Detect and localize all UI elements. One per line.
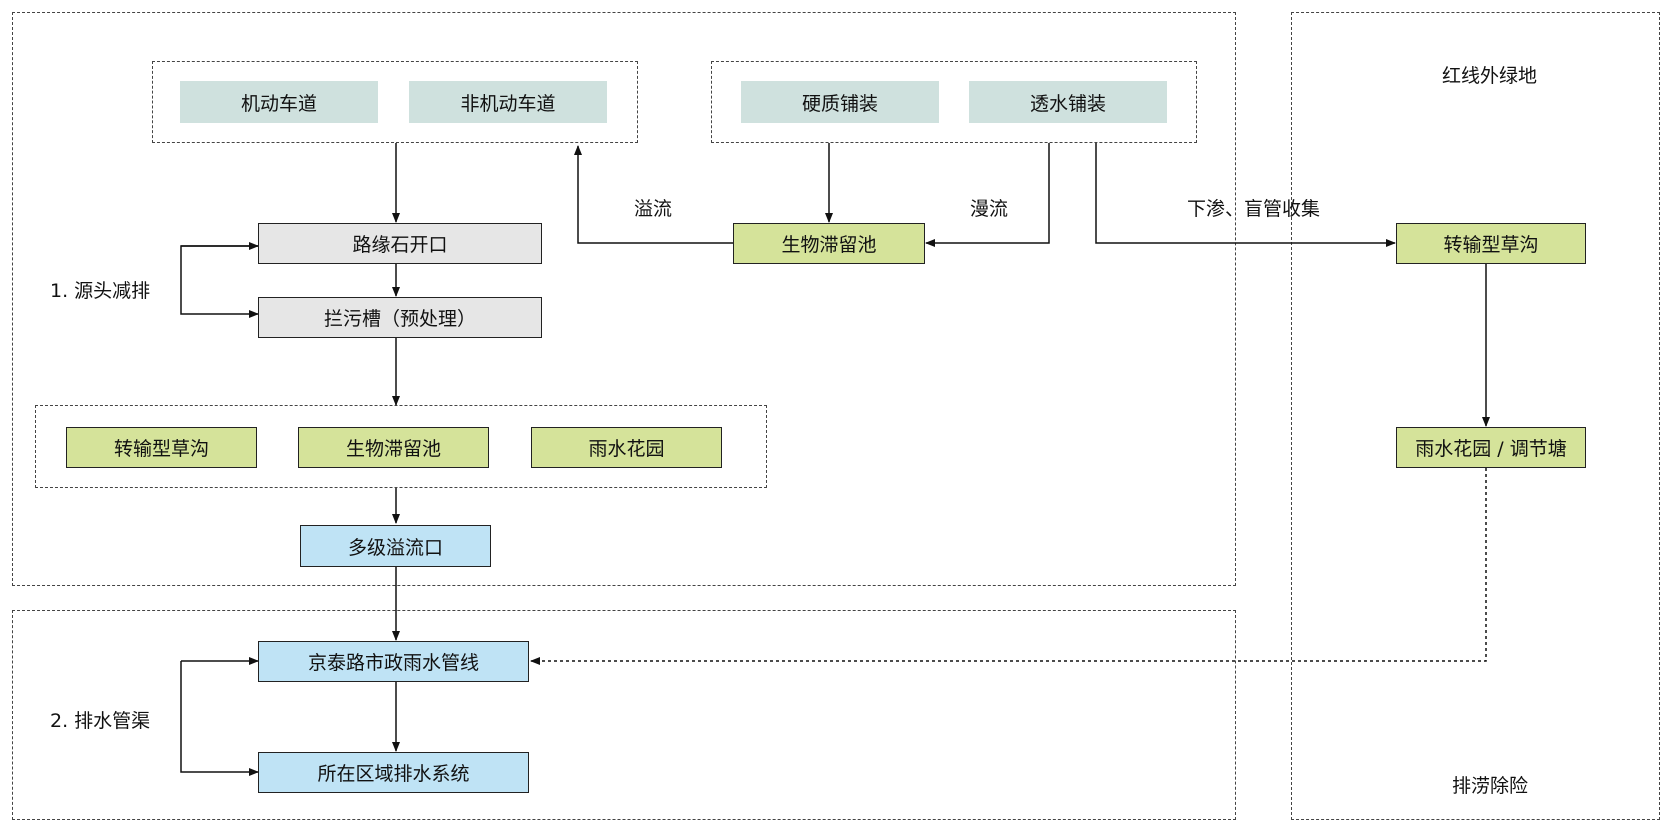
node-bioretention: 生物滞留池 [298,427,489,468]
node-rain-garden: 雨水花园 [531,427,722,468]
node-permeable-paving: 透水铺装 [969,81,1167,123]
node-conveyance-swale: 转输型草沟 [66,427,257,468]
node-motor-lane: 机动车道 [180,81,378,123]
node-rain-garden-pond: 雨水花园 / 调节塘 [1396,427,1586,468]
group-lid-facilities [35,405,767,488]
label-green-outside: 红线外绿地 [1442,65,1538,87]
edge-raingarden-to-municipal [530,468,1487,665]
edge-permeable-sheetflow-to-bioretention [925,143,1050,247]
edge-bioretention-overflow-to-roadways [574,145,733,244]
node-curb-opening: 路缘石开口 [258,223,542,264]
label-source-reduction: 1. 源头减排 [50,280,151,302]
node-nonmotor-lane: 非机动车道 [409,81,607,123]
label-flood-control: 排涝除险 [1452,775,1529,797]
node-multi-overflow: 多级溢流口 [300,525,491,567]
node-hard-paving: 硬质铺装 [741,81,939,123]
edge-infiltration-to-swale [1095,143,1396,247]
node-pretreat-trough: 拦污槽（预处理） [258,297,542,338]
group-roadways [152,61,638,143]
node-conveyance-swale-right: 转输型草沟 [1396,223,1586,264]
label-drainage-channel: 2. 排水管渠 [50,710,151,732]
node-bioretention-top: 生物滞留池 [733,223,925,264]
node-municipal-pipe: 京泰路市政雨水管线 [258,641,529,682]
edge-curb-pretreat-loop [180,245,259,318]
label-overflow: 溢流 [634,198,673,220]
group-pavings [711,61,1197,143]
label-sheet-flow: 漫流 [970,198,1009,220]
edge-drainage-loop [180,661,259,776]
region-source-reduction [12,12,1236,586]
region-flood-control [1291,12,1660,820]
node-district-drainage: 所在区域排水系统 [258,752,529,793]
label-infiltration: 下渗、盲管收集 [1187,198,1321,220]
region-drainage-channel [12,610,1236,820]
